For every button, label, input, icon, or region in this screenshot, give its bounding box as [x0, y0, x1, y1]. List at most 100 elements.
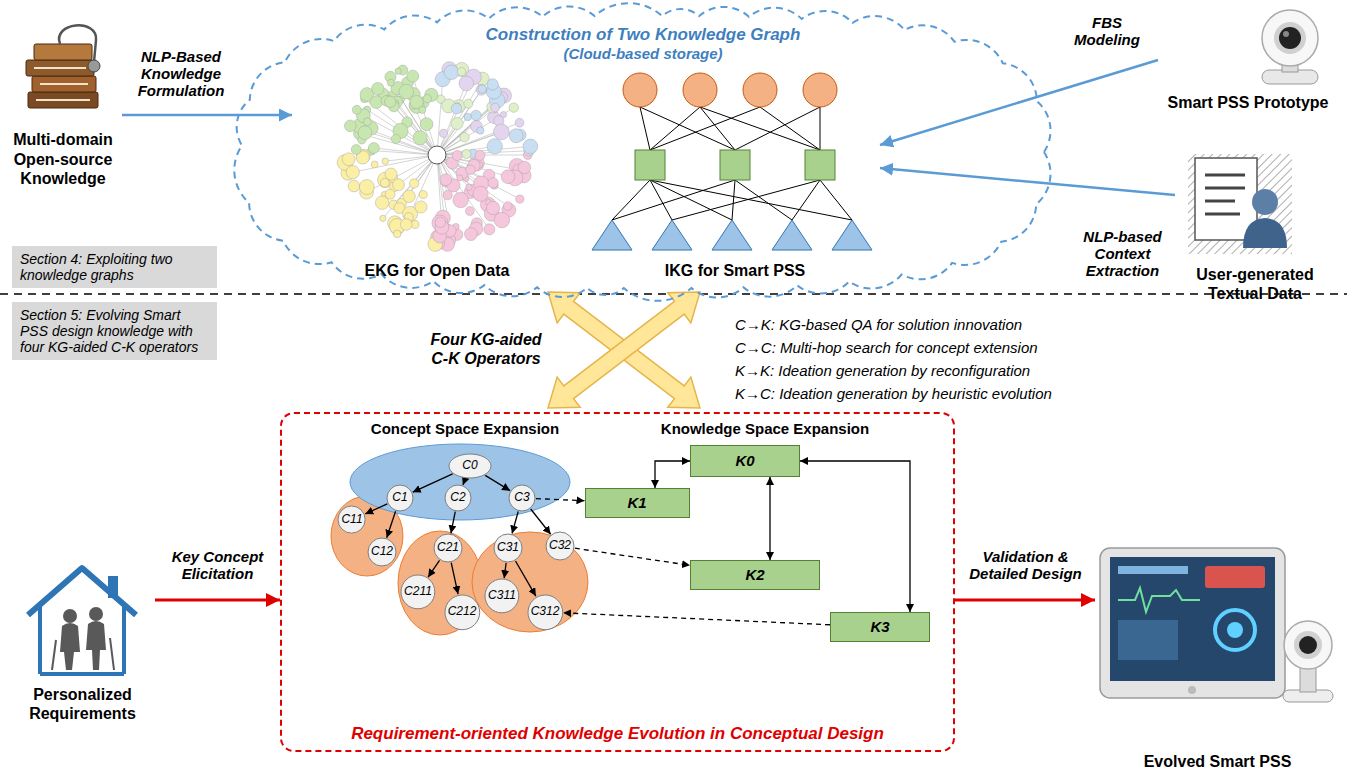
graph-dot	[342, 153, 355, 166]
concept-label: C3	[514, 491, 529, 504]
connector	[512, 511, 518, 533]
screen-dial	[1227, 622, 1243, 638]
chimney	[108, 576, 118, 598]
circle-shape	[528, 595, 563, 630]
camera-ring	[1294, 631, 1322, 659]
circle-shape	[445, 485, 471, 511]
graph-dot	[451, 103, 462, 114]
tablet-screen	[1110, 557, 1275, 681]
graph-dot	[413, 131, 427, 145]
function-node	[743, 73, 777, 107]
graph-link	[640, 107, 735, 150]
graph-dot	[487, 79, 498, 90]
graph-link	[760, 107, 820, 150]
knowledge-label: K0	[735, 453, 754, 470]
concept-circle: C2	[444, 484, 472, 512]
camera-head	[1262, 10, 1318, 66]
section-note: Section 5: Evolving Smart PSS design kno…	[12, 302, 217, 360]
screen-dial	[1215, 610, 1255, 650]
concept-circle: C32	[545, 531, 575, 561]
connector	[451, 512, 455, 534]
graph-dot	[348, 180, 360, 192]
icon-caption: Personalized Requirements	[10, 685, 155, 723]
graph-dot	[491, 103, 500, 112]
graph-dot	[457, 68, 465, 76]
stethoscope	[88, 60, 100, 72]
concept-label: C32	[549, 539, 571, 552]
structure-node	[772, 220, 812, 250]
graph-dot	[410, 96, 423, 109]
connector	[769, 477, 770, 560]
graph-dot	[403, 190, 415, 202]
operator-item: C→C: Multi-hop search for concept extens…	[735, 339, 1038, 356]
graph-dot	[440, 129, 448, 137]
concept-label: C312	[531, 605, 560, 618]
camera-ring	[1274, 22, 1306, 54]
structure-node	[712, 220, 752, 250]
operator-title: Four KG-aided C-K Operators	[425, 330, 547, 368]
knowledge-label: K1	[627, 495, 646, 512]
circle-shape	[387, 485, 413, 511]
graph-dot	[515, 118, 524, 127]
concept-label: C31	[497, 541, 519, 554]
section-note: Section 4: Exploiting two knowledge grap…	[12, 246, 217, 288]
graph-dot	[382, 158, 389, 165]
circle-shape	[368, 538, 396, 566]
graph-link	[650, 180, 852, 220]
graph-dot	[440, 174, 452, 186]
concept-circle: C1	[386, 484, 414, 512]
graph-figure: EKG for Open Data	[292, 38, 582, 282]
graph-link	[437, 108, 514, 155]
graph-link	[437, 89, 482, 155]
graph-dot	[387, 79, 394, 86]
concept-circle: C312	[527, 594, 564, 631]
graph-link	[437, 90, 481, 155]
connector	[880, 168, 1175, 195]
icon-caption: Smart PSS Prototype	[1168, 93, 1329, 112]
circle-shape	[509, 485, 535, 511]
connector	[155, 599, 280, 602]
concept-group	[472, 532, 588, 632]
graph-dot	[344, 120, 356, 132]
graph-link	[413, 76, 437, 155]
circle-shape	[434, 534, 462, 562]
screen-panel	[1118, 620, 1178, 660]
graph-dot	[399, 84, 414, 99]
book-pages	[34, 67, 86, 69]
concept-circle: C12	[367, 537, 397, 567]
graph-dot	[477, 127, 484, 134]
hatch-ground	[1188, 154, 1292, 254]
walls	[40, 606, 124, 674]
graph-dot	[363, 118, 371, 126]
graph-dot	[465, 228, 478, 241]
document-user-icon	[1188, 154, 1292, 254]
connector	[463, 479, 465, 485]
concept-label: C21	[437, 541, 459, 554]
graph-dot	[358, 126, 372, 140]
user-body	[1243, 218, 1287, 248]
space-ellipses	[331, 444, 588, 635]
camera-lens	[1279, 27, 1301, 49]
edge-label: FBS Modeling	[1068, 14, 1146, 48]
section-text: Section 4: Exploiting two knowledge grap…	[20, 251, 209, 283]
connector	[575, 548, 690, 565]
graph-link	[437, 77, 474, 155]
graph-dot	[459, 76, 474, 91]
graph-link	[437, 155, 508, 206]
behavior-node	[720, 150, 750, 180]
graph-dot	[380, 215, 386, 221]
concept-label: C12	[371, 545, 393, 558]
edge-label: Validation & Detailed Design	[958, 548, 1093, 582]
graph-dot	[407, 70, 419, 82]
elder	[86, 621, 106, 670]
stethoscope	[59, 25, 96, 62]
graph-dot	[370, 96, 383, 109]
connector	[413, 474, 453, 492]
region-title: Requirement-oriented Knowledge Evolution…	[351, 724, 884, 744]
book-pages	[40, 83, 88, 85]
graph-dot	[346, 166, 359, 179]
document-line	[1205, 213, 1240, 216]
edge-label: Key Concept Elicitation	[160, 548, 275, 582]
cloud-shape	[234, 3, 1050, 301]
